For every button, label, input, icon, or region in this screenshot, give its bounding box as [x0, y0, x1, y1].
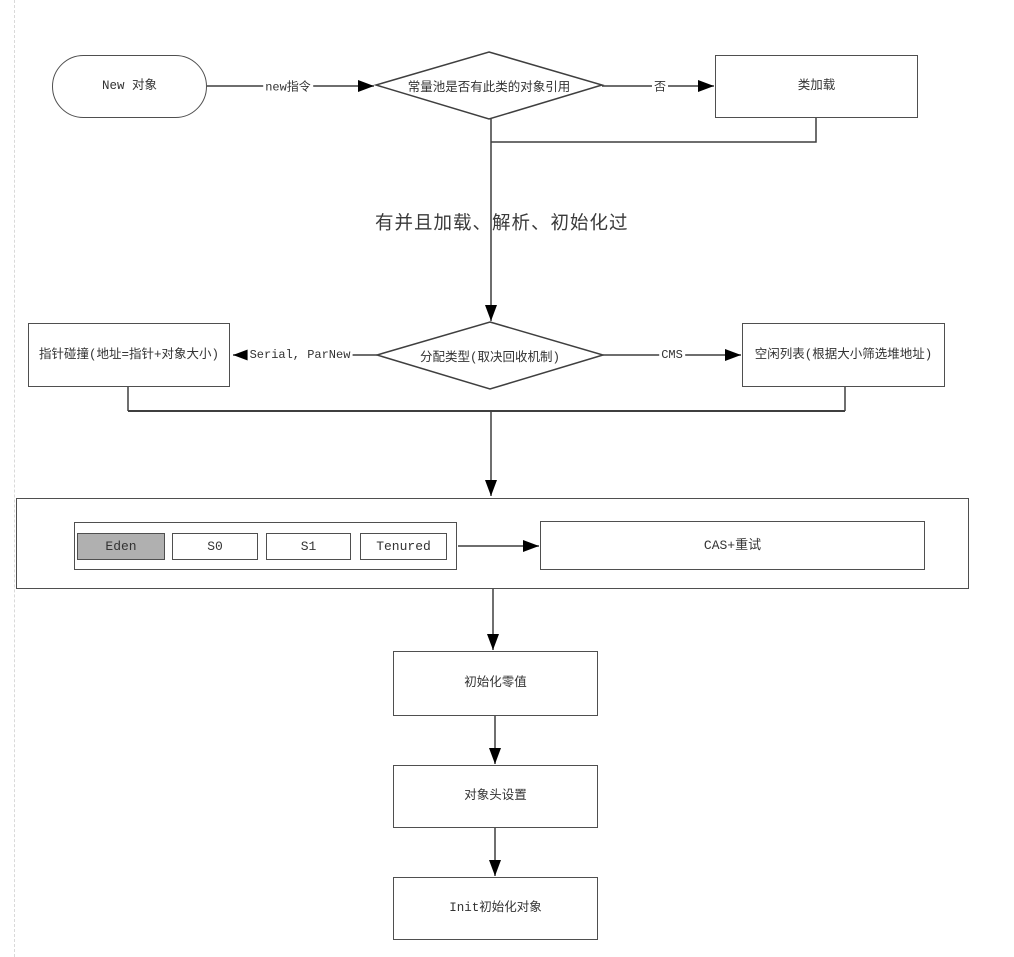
edge-label-cms: CMS: [659, 348, 685, 362]
class-load-node: 类加载: [715, 55, 918, 118]
object-header-node: 对象头设置: [393, 765, 598, 828]
cas-retry-node: CAS+重试: [540, 521, 925, 570]
page-boundary-line: [14, 0, 15, 957]
pointer-collision-node: 指针碰撞(地址=指针+对象大小): [28, 323, 230, 387]
edge-label-serial-parnew: Serial, ParNew: [247, 348, 353, 362]
init-object-node: Init初始化对象: [393, 877, 598, 940]
heap-container: [16, 498, 969, 589]
heap-s0-cell: S0: [172, 533, 258, 560]
free-list-node: 空闲列表(根据大小筛选堆地址): [742, 323, 945, 387]
heap-regions-box: [74, 522, 457, 570]
heap-eden-cell: Eden: [77, 533, 165, 560]
decision-constant-pool-label: 常量池是否有此类的对象引用: [407, 80, 571, 95]
edge-classload-return: [491, 118, 817, 143]
start-node: New 对象: [52, 55, 207, 118]
init-zero-node: 初始化零值: [393, 651, 598, 716]
note-loaded-resolved-initialized: 有并且加载、解析、初始化过: [375, 214, 629, 235]
heap-s1-cell: S1: [266, 533, 351, 560]
heap-tenured-cell: Tenured: [360, 533, 447, 560]
decision-allocation-label: 分配类型(取决回收机制): [419, 350, 560, 365]
edge-label-no: 否: [651, 77, 669, 95]
edge-label-new-instruction: new指令: [263, 77, 313, 95]
